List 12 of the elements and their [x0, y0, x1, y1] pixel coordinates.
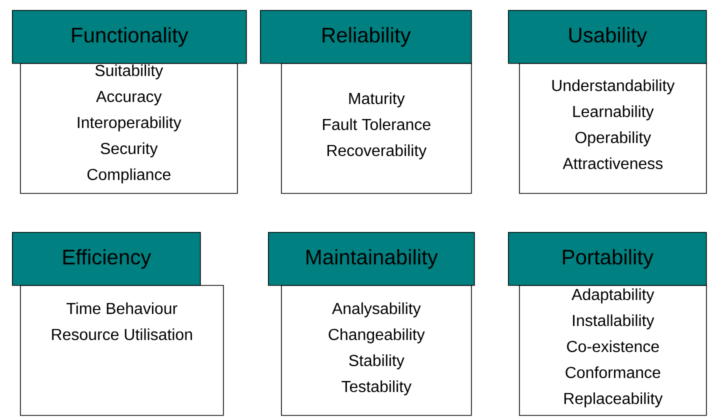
category-header: Efficiency — [12, 232, 201, 286]
attribute-list-box: Suitability Accuracy Interoperability Security Compliance — [20, 63, 238, 194]
attribute-list-box: Adaptability Installability Co-existence Conformance Replaceability — [519, 285, 707, 416]
category-header: Maintainability — [268, 232, 475, 286]
attribute-list-box: Maturity Fault Tolerance Recoverability — [281, 63, 472, 194]
category-header: Usability — [508, 10, 707, 64]
category-header: Portability — [508, 232, 707, 286]
category-header: Functionality — [12, 10, 247, 64]
category-header: Reliability — [260, 10, 472, 64]
attribute-list-box: Understandability Learnability Operability Attractiveness — [519, 63, 707, 194]
attribute-list-box: Time Behaviour Resource Utilisation — [20, 285, 224, 416]
attribute-list-box: Analysability Changeability Stability Testability — [281, 285, 472, 416]
